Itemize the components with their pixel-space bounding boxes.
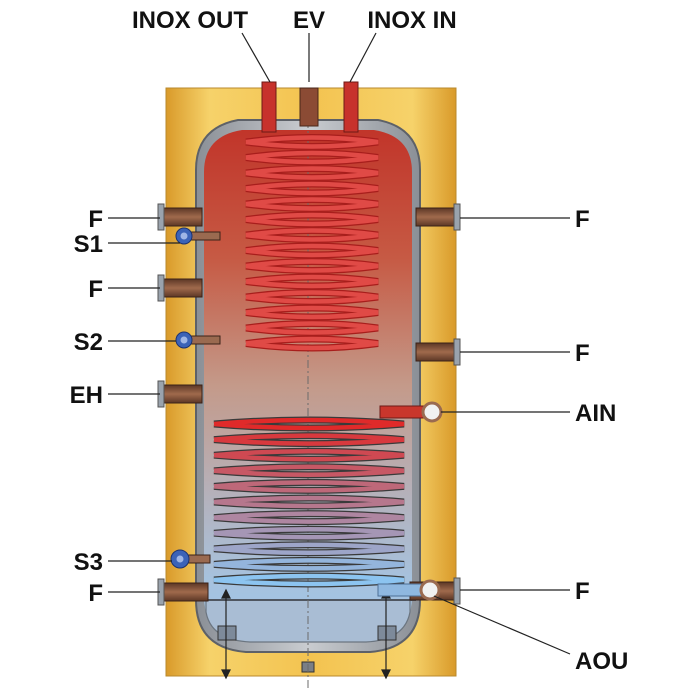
connector-f-left-3	[157, 578, 209, 606]
ev-pipe	[299, 87, 319, 127]
leader-lines	[108, 32, 571, 655]
coil-turn	[245, 181, 379, 196]
coil-turn	[213, 542, 405, 556]
label-aou: AOU	[575, 648, 628, 675]
label-f-right-1: F	[575, 206, 590, 233]
label-inox-in: INOX IN	[367, 7, 456, 34]
inox-in-pipe	[343, 81, 359, 133]
coil-turn	[213, 417, 405, 431]
coil-turn	[213, 558, 405, 571]
sensor-s3	[170, 549, 211, 569]
coil-turn	[213, 448, 405, 462]
coil-turn	[213, 495, 405, 509]
port-ain	[379, 401, 443, 423]
coil-turn	[245, 290, 379, 304]
coil-turn	[213, 511, 405, 524]
coil-turn	[213, 464, 405, 478]
lower-coil	[213, 416, 405, 588]
coil-turn	[213, 433, 405, 446]
label-f-right-3: F	[575, 578, 590, 605]
connector-f-right-2	[415, 338, 461, 366]
label-ev: EV	[293, 7, 325, 34]
coil-turn	[245, 243, 379, 258]
coil-turn	[245, 305, 379, 320]
upper-coil	[245, 134, 379, 352]
sensor-s1	[175, 227, 221, 245]
label-f-left-1: F	[88, 206, 103, 233]
connector-f-left-2	[157, 274, 203, 302]
coil-turn	[245, 166, 379, 180]
coil-turn	[245, 197, 379, 211]
port-aou	[377, 579, 441, 601]
coil-turn	[245, 321, 379, 335]
label-ain: AIN	[575, 400, 616, 427]
support-left	[217, 625, 237, 641]
connector-f-left-1	[157, 203, 203, 231]
label-s3: S3	[74, 549, 103, 576]
coil-turn	[213, 573, 405, 587]
coil-turn	[245, 228, 379, 242]
coil-turn	[245, 150, 379, 165]
coil-turn	[245, 212, 379, 227]
connector-f-right-1	[415, 203, 461, 231]
coil-turn	[245, 259, 379, 273]
coil-turn	[245, 274, 379, 289]
label-f-right-2: F	[575, 340, 590, 367]
coil-turn	[213, 526, 405, 540]
label-s1: S1	[74, 231, 103, 258]
coil-turn	[245, 135, 379, 149]
inox-out-pipe	[261, 81, 277, 133]
label-eh: EH	[70, 382, 103, 409]
label-f-left-3: F	[88, 580, 103, 607]
sensor-s2	[175, 331, 221, 349]
coil-turn	[213, 480, 405, 493]
label-s2: S2	[74, 329, 103, 356]
label-inox-out: INOX OUT	[132, 7, 248, 34]
connector-eh	[157, 380, 203, 408]
support-right	[377, 625, 397, 641]
label-f-left-2: F	[88, 276, 103, 303]
coil-turn	[245, 336, 379, 351]
